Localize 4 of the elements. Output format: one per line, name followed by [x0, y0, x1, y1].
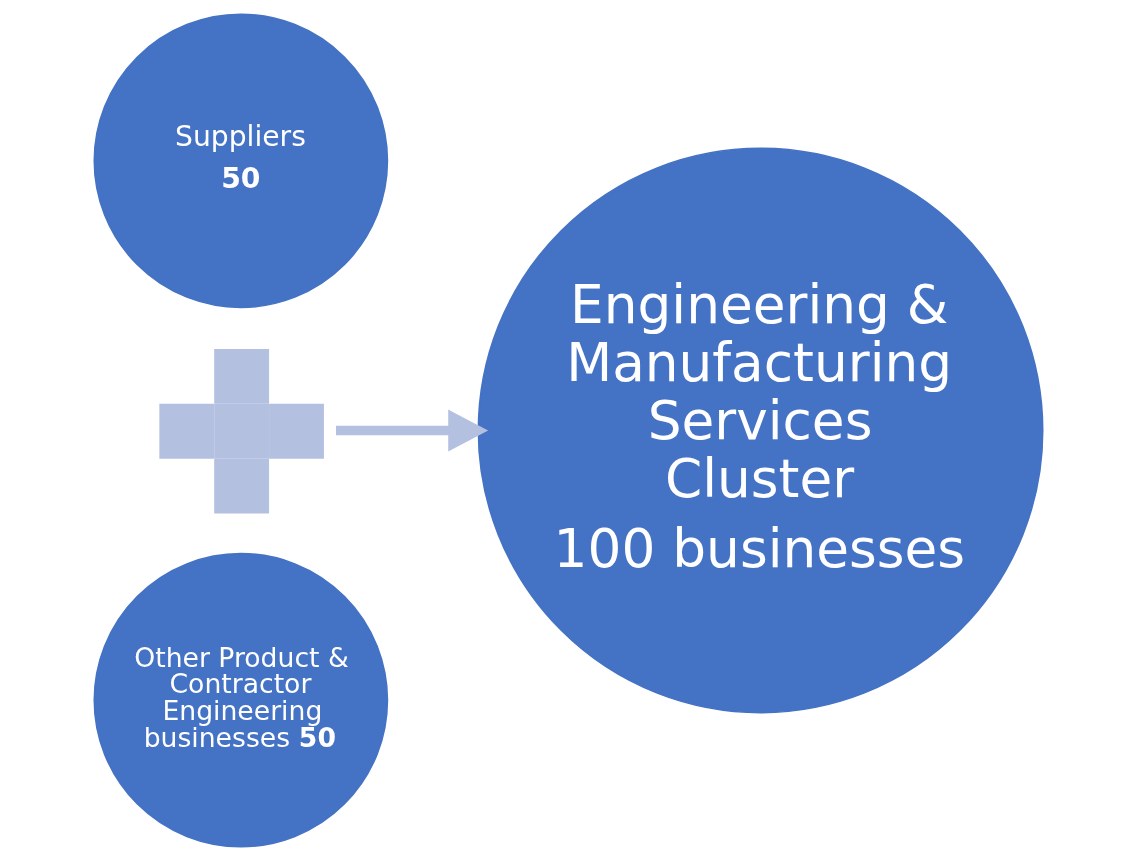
arrow	[335, 409, 489, 452]
node-circle: Other Product & Contractor Engineering businesses 50	[93, 552, 389, 848]
node-circle: Engineering & Manufacturing Services Cluster 100 businesses	[477, 147, 1044, 714]
node-circle: Suppliers 50	[93, 13, 389, 309]
